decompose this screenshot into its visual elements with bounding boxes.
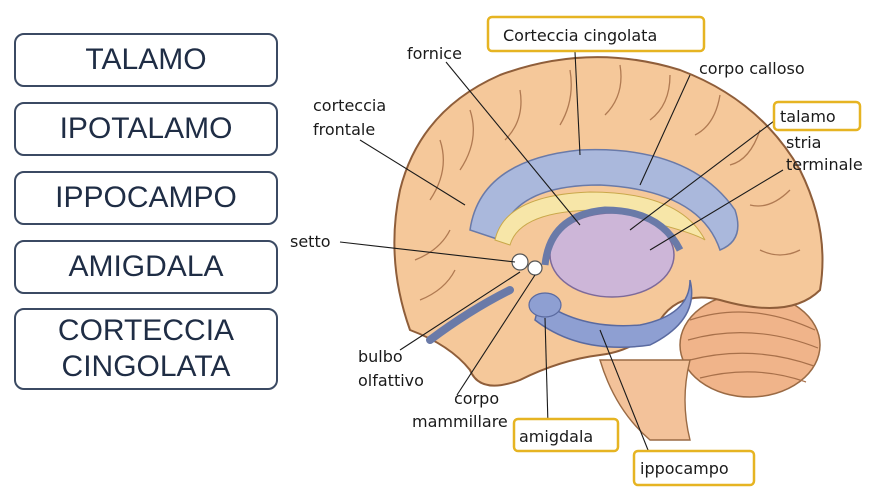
term-box-corteccia-cingolata[interactable]: CORTECCIA CINGOLATA <box>14 308 278 390</box>
label-corteccia-frontale-line2: frontale <box>313 120 375 139</box>
term-box-ipotalamo[interactable]: IPOTALAMO <box>14 102 278 156</box>
label-corpo-mammillare-line2: mammillare <box>412 412 508 431</box>
term-box-talamo[interactable]: TALAMO <box>14 33 278 87</box>
label-stria-terminale-line1: stria <box>786 133 821 152</box>
label-corpo-mammillare-line1: corpo <box>454 389 499 408</box>
label-box-amigdala <box>512 417 620 453</box>
term-box-amigdala[interactable]: AMIGDALA <box>14 240 278 294</box>
label-talamo: talamo <box>780 107 836 126</box>
label-bulbo-olfattivo-line1: bulbo <box>358 347 403 366</box>
label-corteccia-cingolata: Corteccia cingolata <box>503 26 657 45</box>
label-box-corteccia-cingolata <box>486 15 706 53</box>
label-amigdala: amigdala <box>519 427 593 446</box>
label-bulbo-olfattivo-line2: olfattivo <box>358 371 424 390</box>
term-box-ippocampo[interactable]: IPPOCAMPO <box>14 171 278 225</box>
label-corpo-calloso: corpo calloso <box>699 59 805 78</box>
label-setto: setto <box>290 232 331 251</box>
label-box-ippocampo <box>632 449 756 487</box>
label-box-talamo <box>772 100 862 132</box>
label-ippocampo: ippocampo <box>640 459 729 478</box>
label-stria-terminale-line2: terminale <box>786 155 863 174</box>
limbic-structures <box>426 148 739 348</box>
label-fornice: fornice <box>407 44 462 63</box>
leader-lines <box>339 51 784 456</box>
label-corteccia-frontale-line1: corteccia <box>313 96 386 115</box>
cerebellum-illustration <box>599 292 821 441</box>
